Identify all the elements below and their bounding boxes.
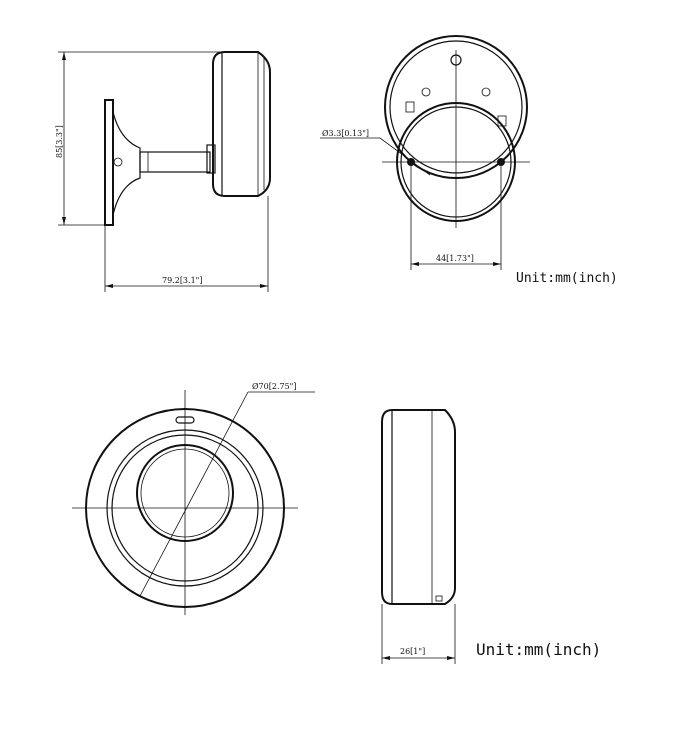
mount-hole-right (497, 158, 505, 166)
wall-plate (104, 99, 114, 226)
unit-label-top: Unit:mm(inch) (516, 271, 618, 286)
mount-hole-left (407, 158, 415, 166)
height-dim-label: 85[3.3"] (55, 125, 64, 158)
hole-dim-label: Ø3.3[0.13"] (322, 129, 369, 138)
mount-screw (113, 157, 123, 167)
mount-base (112, 100, 141, 225)
side-profile-view: 26[1"] Unit:mm(inch) (381, 409, 601, 664)
back-plate-view: Ø3.3[0.13"] 44[1.73"] Unit:mm(inch) (320, 35, 618, 286)
depth-dim-label: 26[1"] (400, 647, 425, 656)
unit-label-bottom: Unit:mm(inch) (476, 640, 601, 659)
width-dim-label: 79.2[3.1"] (162, 276, 202, 285)
spacing-dim-label: 44[1.73"] (436, 254, 474, 263)
mount-arm (139, 151, 211, 173)
side-mount-view: 85[3.3"] 79.2[3.1"] (55, 51, 271, 292)
diameter-dim-label: Ø70[2.75"] (252, 382, 296, 391)
front-view: Ø70[2.75"] (72, 382, 315, 615)
camera-body-profile (381, 409, 456, 605)
mount-joint (206, 144, 216, 174)
